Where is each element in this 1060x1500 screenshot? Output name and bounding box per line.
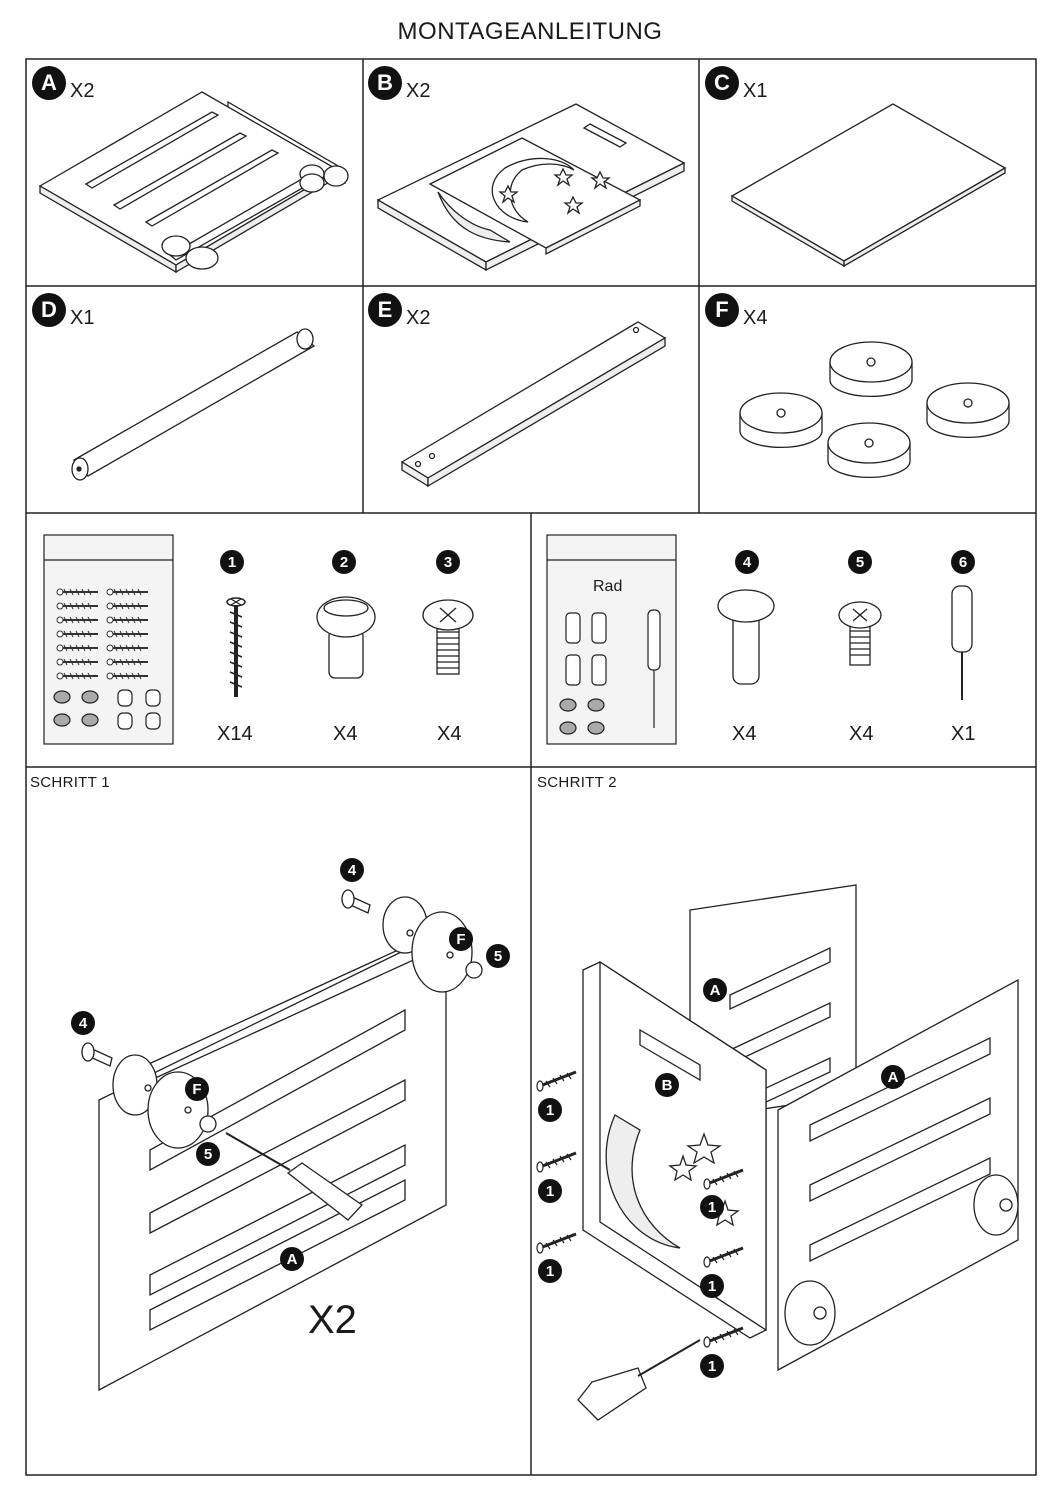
page-title: MONTAGEANLEITUNG (397, 18, 663, 45)
hardware-4-badge: 4 (735, 550, 759, 574)
hardware-4-axle-cap (717, 589, 775, 685)
step2-callout-1-d: 1 (700, 1195, 724, 1219)
step2-callout-a-back: A (703, 978, 727, 1002)
part-c-qty: X1 (743, 80, 768, 102)
part-e-illustration (400, 321, 667, 488)
step1-callout-f-left: F (185, 1077, 209, 1101)
part-c-badge: C (705, 66, 739, 100)
part-b-qty: X2 (406, 80, 431, 102)
hardware-6-qty: X1 (951, 723, 976, 745)
part-d-qty: X1 (70, 307, 95, 329)
hardware-bag-left (43, 534, 174, 745)
hardware-1-screw (225, 596, 247, 699)
hardware-5-badge: 5 (848, 550, 872, 574)
hardware-6-screwdriver (951, 585, 973, 700)
part-f-illustration (739, 341, 1010, 479)
hardware-3-qty: X4 (437, 723, 462, 745)
step2-callout-1-a: 1 (538, 1098, 562, 1122)
step1-illustration (81, 889, 483, 1392)
hardware-6-badge: 6 (951, 550, 975, 574)
part-d-illustration (71, 328, 316, 481)
grid-frame (25, 58, 1037, 1476)
step1-title: SCHRITT 1 (30, 774, 110, 791)
step1-callout-4-top: 4 (340, 858, 364, 882)
hardware-bag-right (546, 534, 677, 745)
step2-callout-1-c: 1 (538, 1259, 562, 1283)
hardware-4-qty: X4 (732, 723, 757, 745)
hardware-2-cap (316, 596, 376, 679)
hardware-3-badge: 3 (436, 550, 460, 574)
part-d-badge: D (32, 293, 66, 327)
hardware-1-qty: X14 (217, 723, 253, 745)
step2-callout-1-b: 1 (538, 1179, 562, 1203)
step2-title: SCHRITT 2 (537, 774, 617, 791)
step2-illustration (535, 884, 1019, 1421)
step2-callout-1-e: 1 (700, 1274, 724, 1298)
hardware-5-qty: X4 (849, 723, 874, 745)
part-a-badge: A (32, 66, 66, 100)
bag-right-label: Rad (593, 578, 623, 595)
part-b-badge: B (368, 66, 402, 100)
part-e-qty: X2 (406, 307, 431, 329)
part-e-badge: E (368, 293, 402, 327)
step2-callout-a-front: A (881, 1065, 905, 1089)
step1-callout-4-left: 4 (71, 1011, 95, 1035)
step1-callout-a: A (280, 1247, 304, 1271)
step1-callout-f-right: F (449, 927, 473, 951)
part-a-illustration (38, 91, 349, 274)
hardware-3-bolt (422, 599, 474, 675)
hardware-1-badge: 1 (220, 550, 244, 574)
part-f-badge: F (705, 293, 739, 327)
step2-callout-b: B (655, 1073, 679, 1097)
step2-callout-1-f: 1 (700, 1354, 724, 1378)
step1-callout-5-left: 5 (196, 1142, 220, 1166)
part-a-qty: X2 (70, 80, 95, 102)
hardware-2-qty: X4 (333, 723, 358, 745)
part-b-illustration (376, 103, 686, 272)
hardware-2-badge: 2 (332, 550, 356, 574)
hardware-5-bolt (838, 601, 882, 666)
part-f-qty: X4 (743, 307, 768, 329)
part-c-illustration (730, 103, 1007, 268)
step1-multiplier: X2 (308, 1298, 357, 1342)
step1-callout-5-right: 5 (486, 944, 510, 968)
